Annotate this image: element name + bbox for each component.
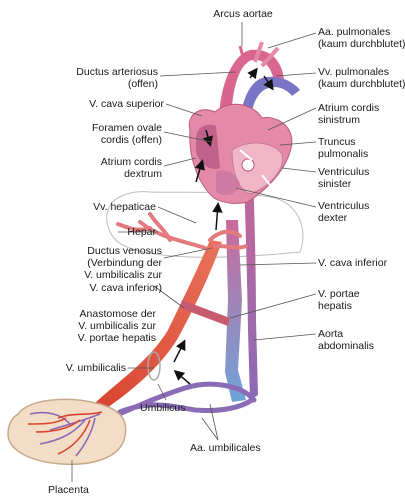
label-ductus-venosus: Ductus venosus (Verbindung der V. umbili… (84, 245, 162, 294)
umbilicus-ring (147, 351, 161, 381)
portal-vein (180, 300, 230, 326)
ventricle-right-shape (216, 170, 240, 196)
vena-cava-inferior (225, 220, 246, 402)
label-v-umbilicalis: V. umbilicalis (65, 362, 126, 374)
label-v-portae-hepatis: V. portae hepatis (318, 288, 360, 313)
leader-lines (71, 22, 317, 482)
label-ductus-arteriosus: Ductus arteriosus (offen) (76, 66, 158, 91)
label-ventriculus-sinister: Ventriculus sinister (318, 166, 370, 191)
label-placenta: Placenta (48, 484, 89, 496)
label-aa-pulmonales: Aa. pulmonales (kaum durchblutet) (318, 26, 405, 51)
atrium-dextrum-shape (196, 124, 220, 170)
label-vv-hepaticae: Vv. hepaticae (93, 201, 156, 213)
umbilical-arteries (107, 381, 257, 421)
label-aorta-abdominalis: Aorta abdominalis (318, 328, 375, 353)
heart-valve (241, 158, 255, 172)
placenta (7, 398, 127, 466)
arcus-aortae (218, 49, 284, 150)
truncus-pulmonalis (238, 76, 300, 150)
label-foramen-ovale: Foramen ovale cordis (offen) (91, 122, 162, 147)
label-v-cava-superior: V. cava superior (89, 98, 164, 110)
label-v-cava-inferior: V. cava inferior (318, 257, 388, 269)
placenta-veins (27, 411, 103, 455)
label-arcus-aortae: Arcus aortae (213, 8, 273, 20)
umbilical-vein (96, 240, 222, 410)
label-vv-pulmonales: Vv. pulmonales (kaum durchblutet) (318, 66, 405, 91)
label-ventriculus-dexter: Ventriculus dexter (318, 200, 370, 225)
label-atrium-sinistrum: Atrium cordis sinistrum (318, 102, 380, 127)
label-anastomose: Anastomose der V. umbilicalis zur V. por… (77, 308, 156, 345)
label-atrium-dextrum: Atrium cordis dextrum (100, 156, 162, 181)
label-umbilicus: Umbilicus (140, 402, 186, 414)
label-aa-umbilicales: Aa. umbilicales (190, 442, 261, 454)
hepatic-branches (116, 212, 248, 250)
pulmonary-vessels (253, 41, 280, 68)
label-hepar: Hepar (127, 226, 156, 238)
label-truncus-pulmonalis: Truncus pulmonalis (318, 136, 369, 161)
